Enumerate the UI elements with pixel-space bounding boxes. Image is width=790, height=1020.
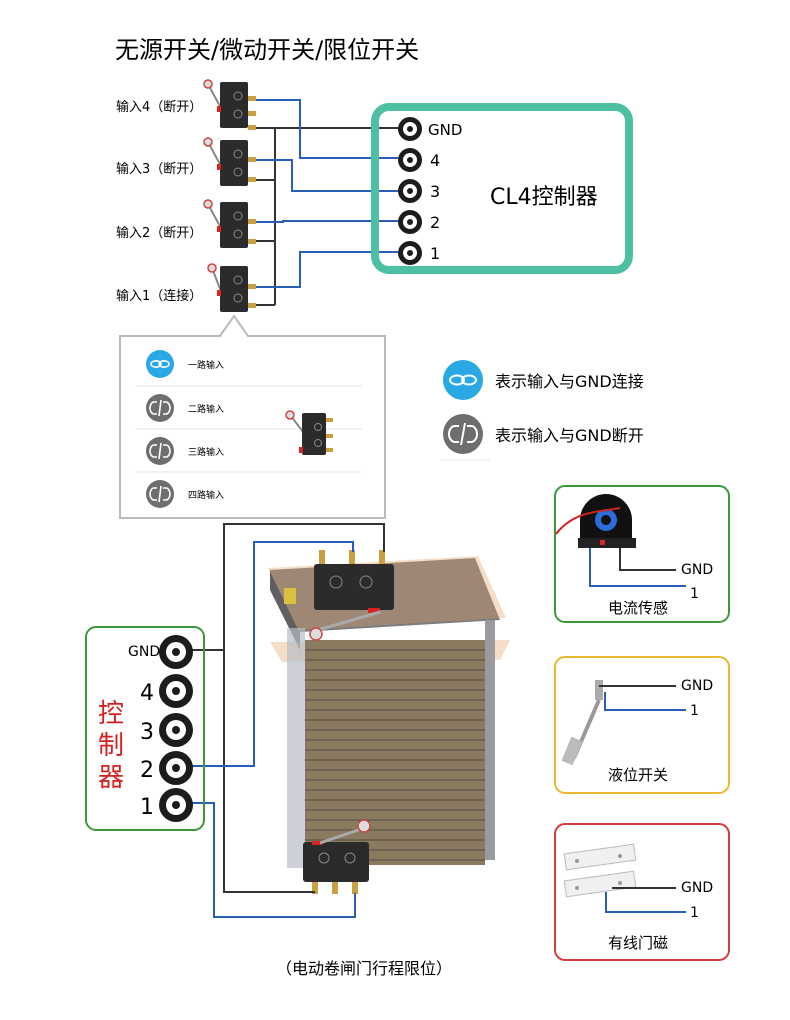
current-sensor-caption: 电流传感 xyxy=(608,599,668,617)
bottom-terminal-label-4: 4 xyxy=(140,681,154,706)
door-magnet-one-label: 1 xyxy=(690,905,699,921)
legend-disconnected-text: 表示输入与GND断开 xyxy=(495,426,644,445)
bottom-controller-name-3: 器 xyxy=(98,763,124,793)
current-sensor-gnd-label: GND xyxy=(681,562,713,578)
popup-row-3: 三路输入 xyxy=(188,446,224,458)
terminal-4 xyxy=(398,148,422,172)
micro-switch-2 xyxy=(203,199,256,248)
disconnected-icon xyxy=(146,437,174,465)
micro-switch-1 xyxy=(207,263,256,312)
callout-panel xyxy=(119,314,386,519)
terminal-3 xyxy=(398,179,422,203)
disconnected-icon xyxy=(146,394,174,422)
controller-terminals xyxy=(398,117,422,265)
legend-connected-text: 表示输入与GND连接 xyxy=(495,372,644,391)
terminal-gnd xyxy=(159,635,193,669)
door-gnd-wires xyxy=(187,523,385,893)
connected-icon xyxy=(146,350,174,378)
level-switch-one-label: 1 xyxy=(690,703,699,719)
current-sensor-one-label: 1 xyxy=(690,586,699,602)
bottom-controller-terminals xyxy=(159,635,193,822)
terminal-label-gnd: GND xyxy=(428,121,462,139)
current-sensor-signal-wire xyxy=(589,548,686,587)
popup-row-2: 二路输入 xyxy=(188,403,224,415)
page-title: 无源开关/微动开关/限位开关 xyxy=(115,36,419,64)
input-3-label: 输入3（断开） xyxy=(116,161,202,177)
popup-micro-switch xyxy=(285,410,333,455)
level-switch-signal-wire xyxy=(604,692,686,711)
terminal-1 xyxy=(159,788,193,822)
input-1-label: 输入1（连接） xyxy=(116,288,202,304)
input-2-label: 输入2（断开） xyxy=(116,225,202,241)
controller-box xyxy=(371,103,633,274)
popup-row-1: 一路输入 xyxy=(188,359,224,371)
legend-disconnected-icon xyxy=(443,414,483,454)
door-bottom-switch xyxy=(303,819,371,894)
bottom-terminal-label-1: 1 xyxy=(140,795,154,820)
door-caption: （电动卷闸门行程限位） xyxy=(276,959,452,978)
terminal-1 xyxy=(398,241,422,265)
door-magnet-caption: 有线门磁 xyxy=(608,934,668,952)
terminal-2 xyxy=(398,210,422,234)
door-top-switch xyxy=(309,550,394,641)
terminal-gnd xyxy=(398,117,422,141)
level-switch-gnd-label: GND xyxy=(681,678,713,694)
bottom-terminal-label-3: 3 xyxy=(140,720,154,745)
terminal-label-2: 2 xyxy=(430,213,440,232)
level-switch-icon xyxy=(561,680,603,766)
door-magnet-signal-wire xyxy=(605,892,686,913)
disconnected-icon xyxy=(146,480,174,508)
current-sensor-icon xyxy=(555,494,636,548)
popup-row-4: 四路输入 xyxy=(188,489,224,501)
bottom-controller-name-2: 制 xyxy=(98,731,124,761)
bottom-controller-name-1: 控 xyxy=(98,699,124,729)
bottom-terminal-label-2: 2 xyxy=(140,758,154,783)
micro-switch-4 xyxy=(203,79,256,130)
micro-switch-3 xyxy=(203,137,256,186)
door-magnet-icon xyxy=(563,843,637,898)
terminal-2 xyxy=(159,751,193,785)
legend-connected-icon xyxy=(443,360,483,400)
signal-wires xyxy=(249,99,398,288)
level-switch-caption: 液位开关 xyxy=(608,766,668,784)
bottom-controller-box xyxy=(85,626,205,831)
door-magnet-gnd-label: GND xyxy=(681,880,713,896)
current-sensor-gnd-wire xyxy=(619,548,676,571)
bottom-terminal-label-gnd: GND xyxy=(128,644,160,660)
input-4-label: 输入4（断开） xyxy=(116,99,202,115)
terminal-label-1: 1 xyxy=(430,244,440,263)
terminal-4 xyxy=(159,674,193,708)
terminal-label-3: 3 xyxy=(430,182,440,201)
controller-name: CL4控制器 xyxy=(490,185,598,210)
terminal-label-4: 4 xyxy=(430,151,440,170)
terminal-3 xyxy=(159,713,193,747)
